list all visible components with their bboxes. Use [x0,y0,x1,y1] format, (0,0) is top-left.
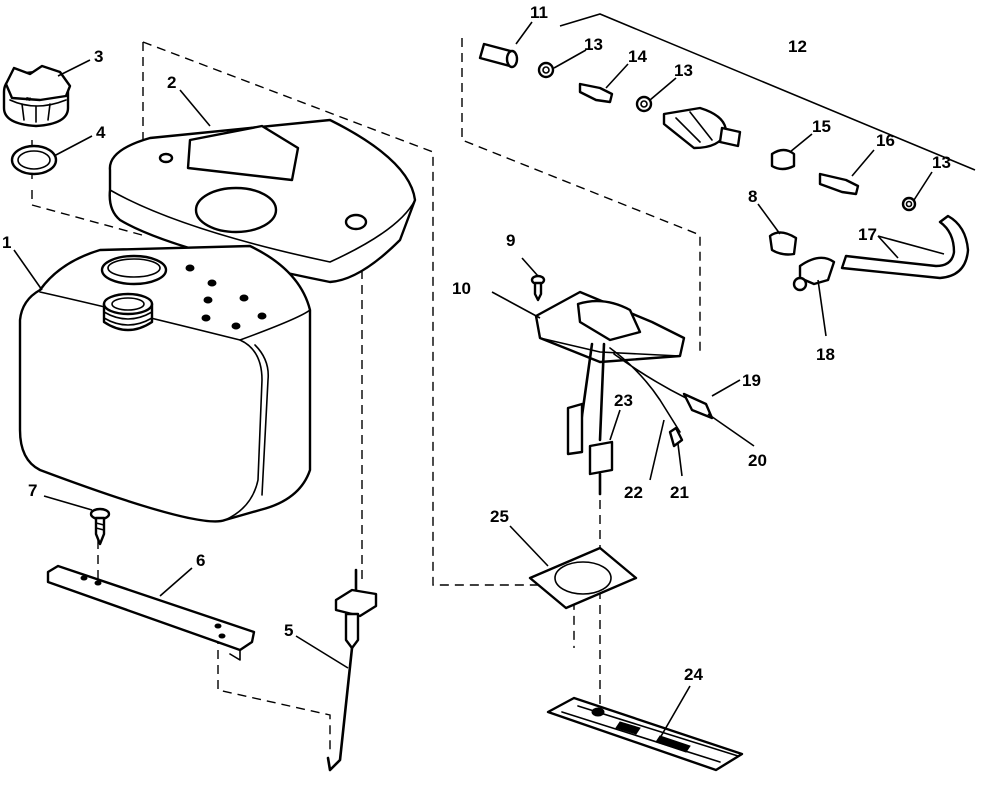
callout-22: 22 [624,483,643,502]
primer-bulb [662,106,742,150]
callout-13: 13 [674,61,693,80]
tank-cover [108,118,417,284]
fuel-tank [18,244,312,523]
fuel-connector [818,172,860,196]
callout-11: 11 [530,3,548,22]
hose-clamp-8 [768,231,798,256]
callout-16: 16 [876,131,895,150]
callout-3: 3 [94,47,103,66]
cap-gasket [10,144,58,176]
callout-25: 25 [490,507,509,526]
callout-21: 21 [670,483,689,502]
leader-lines [13,21,945,739]
hose-fitting [578,82,614,104]
callout-6: 6 [196,551,205,570]
callout-labels: 1 2 3 4 5 6 7 8 9 10 11 12 13 14 13 15 1… [2,3,951,684]
callout-10: 10 [452,279,471,298]
fuel-gauge-rod [326,568,378,772]
fuel-pickup-assembly [534,290,714,496]
callout-13: 13 [932,153,951,172]
callout-8: 8 [748,187,757,206]
callout-15: 15 [812,117,831,136]
callout-9: 9 [506,231,515,250]
callout-12: 12 [788,37,807,56]
callout-13: 13 [584,35,603,54]
callout-14: 14 [628,47,647,66]
callout-19: 19 [742,371,761,390]
part-12-bracket [559,13,976,171]
mounting-screw [89,507,111,546]
fuel-hose [840,214,970,280]
callout-1: 1 [2,233,11,252]
callout-4: 4 [96,123,106,142]
callout-20: 20 [748,451,767,470]
callout-17: 17 [858,225,877,244]
callout-7: 7 [28,481,37,500]
fuel-cap: ≈ [2,64,72,128]
pickup-gasket [528,546,638,610]
callout-23: 23 [614,391,633,410]
elbow-fitting [792,256,836,292]
callout-24: 24 [684,665,703,684]
callout-18: 18 [816,345,835,364]
svg-text:≈: ≈ [26,94,31,104]
clamp-15 [770,148,796,171]
hose-clamp [537,61,555,79]
callout-5: 5 [284,621,293,640]
hose-coupler [478,42,519,69]
hose-clamp [635,95,653,113]
callout-2: 2 [167,73,176,92]
decal-plate [546,696,744,772]
pickup-screw [530,274,546,302]
hose-clamp [901,196,917,212]
mounting-bracket [46,564,256,661]
